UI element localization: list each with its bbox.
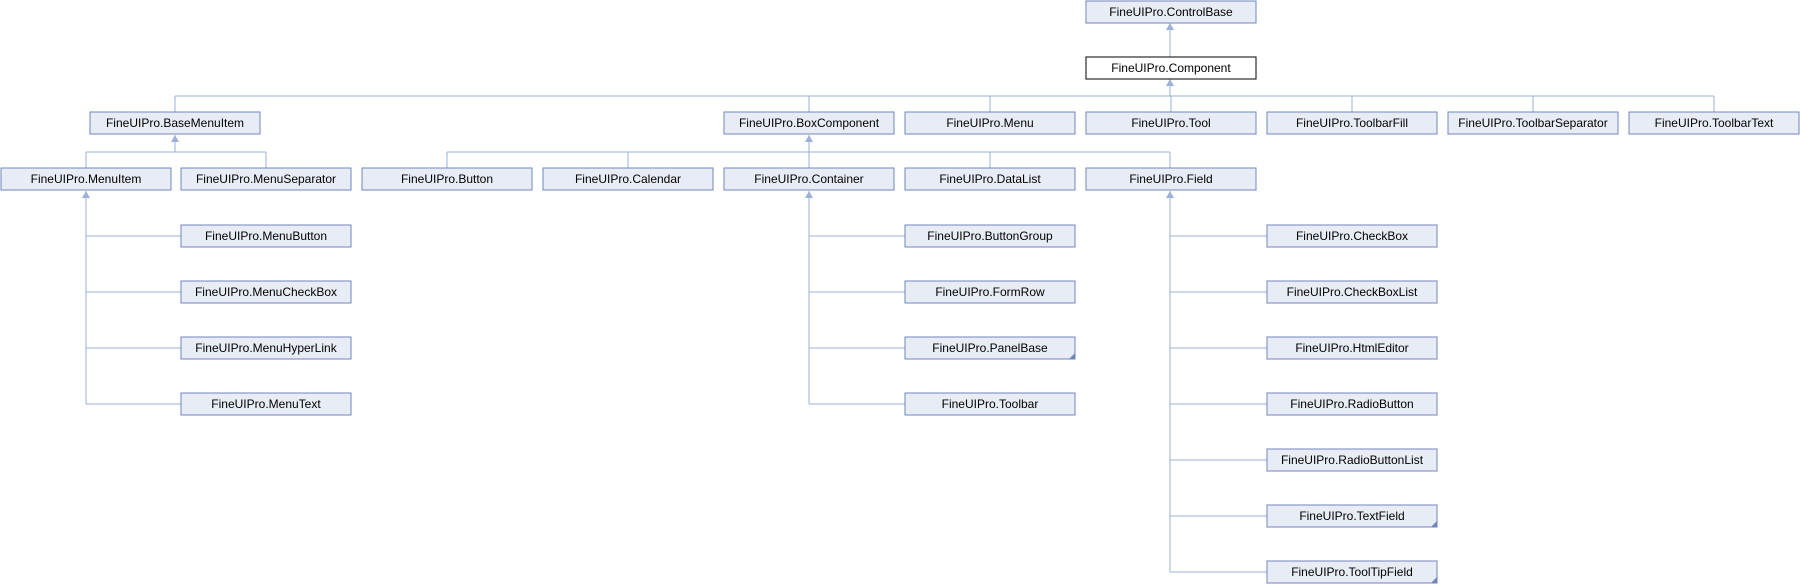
node-label: FineUIPro.MenuHyperLink xyxy=(195,341,337,355)
node-label: FineUIPro.ToolbarSeparator xyxy=(1458,116,1607,130)
node-radio-button-list[interactable]: FineUIPro.RadioButtonList xyxy=(1266,448,1438,472)
node-menu[interactable]: FineUIPro.Menu xyxy=(904,111,1076,135)
node-base-menu-item[interactable]: FineUIPro.BaseMenuItem xyxy=(89,111,261,135)
node-label: FineUIPro.CheckBoxList xyxy=(1287,285,1418,299)
node-label: FineUIPro.HtmlEditor xyxy=(1295,341,1408,355)
node-label: FineUIPro.Tool xyxy=(1131,116,1210,130)
node-menu-text[interactable]: FineUIPro.MenuText xyxy=(180,392,352,416)
node-panel-base[interactable]: FineUIPro.PanelBase xyxy=(904,336,1076,360)
node-label: FineUIPro.Menu xyxy=(946,116,1033,130)
node-container[interactable]: FineUIPro.Container xyxy=(723,167,895,191)
node-label: FineUIPro.MenuButton xyxy=(205,229,327,243)
node-menu-item[interactable]: FineUIPro.MenuItem xyxy=(0,167,172,191)
node-label: FineUIPro.Field xyxy=(1129,172,1212,186)
node-label: FineUIPro.Toolbar xyxy=(942,397,1039,411)
node-menu-separator[interactable]: FineUIPro.MenuSeparator xyxy=(180,167,352,191)
node-box-component[interactable]: FineUIPro.BoxComponent xyxy=(723,111,895,135)
more-subclasses-marker xyxy=(1431,521,1437,527)
node-toolbar-fill[interactable]: FineUIPro.ToolbarFill xyxy=(1266,111,1438,135)
node-label: FineUIPro.BoxComponent xyxy=(739,116,880,130)
node-label: FineUIPro.Container xyxy=(754,172,863,186)
more-subclasses-marker xyxy=(1431,577,1437,583)
inheritance-edges xyxy=(82,23,1715,573)
node-label: FineUIPro.ControlBase xyxy=(1109,5,1233,19)
node-label: FineUIPro.DataList xyxy=(939,172,1041,186)
node-label: FineUIPro.Button xyxy=(401,172,493,186)
node-tool-tip-field[interactable]: FineUIPro.ToolTipField xyxy=(1266,560,1438,584)
node-label: FineUIPro.MenuText xyxy=(211,397,321,411)
node-check-box[interactable]: FineUIPro.CheckBox xyxy=(1266,224,1438,248)
node-label: FineUIPro.RadioButtonList xyxy=(1281,453,1424,467)
node-label: FineUIPro.CheckBox xyxy=(1296,229,1408,243)
node-label: FineUIPro.ToolbarFill xyxy=(1296,116,1408,130)
node-label: FineUIPro.TextField xyxy=(1299,509,1404,523)
node-toolbar[interactable]: FineUIPro.Toolbar xyxy=(904,392,1076,416)
node-label: FineUIPro.ButtonGroup xyxy=(927,229,1053,243)
node-field[interactable]: FineUIPro.Field xyxy=(1085,167,1257,191)
node-toolbar-text[interactable]: FineUIPro.ToolbarText xyxy=(1628,111,1800,135)
node-label: FineUIPro.FormRow xyxy=(935,285,1045,299)
node-label: FineUIPro.Component xyxy=(1111,61,1231,75)
node-menu-button[interactable]: FineUIPro.MenuButton xyxy=(180,224,352,248)
node-form-row[interactable]: FineUIPro.FormRow xyxy=(904,280,1076,304)
node-label: FineUIPro.ToolTipField xyxy=(1291,565,1413,579)
node-calendar[interactable]: FineUIPro.Calendar xyxy=(542,167,714,191)
node-label: FineUIPro.MenuItem xyxy=(31,172,142,186)
node-label: FineUIPro.MenuSeparator xyxy=(196,172,336,186)
node-menu-check-box[interactable]: FineUIPro.MenuCheckBox xyxy=(180,280,352,304)
node-component[interactable]: FineUIPro.Component xyxy=(1085,56,1257,80)
node-label: FineUIPro.PanelBase xyxy=(932,341,1048,355)
node-tool[interactable]: FineUIPro.Tool xyxy=(1085,111,1257,135)
node-check-box-list[interactable]: FineUIPro.CheckBoxList xyxy=(1266,280,1438,304)
node-label: FineUIPro.ToolbarText xyxy=(1655,116,1774,130)
node-control-base[interactable]: FineUIPro.ControlBase xyxy=(1085,0,1257,24)
node-text-field[interactable]: FineUIPro.TextField xyxy=(1266,504,1438,528)
node-label: FineUIPro.Calendar xyxy=(575,172,681,186)
node-button-group[interactable]: FineUIPro.ButtonGroup xyxy=(904,224,1076,248)
node-label: FineUIPro.BaseMenuItem xyxy=(106,116,244,130)
node-label: FineUIPro.RadioButton xyxy=(1290,397,1413,411)
node-menu-hyper-link[interactable]: FineUIPro.MenuHyperLink xyxy=(180,336,352,360)
node-html-editor[interactable]: FineUIPro.HtmlEditor xyxy=(1266,336,1438,360)
more-subclasses-marker xyxy=(1069,353,1075,359)
node-toolbar-separator[interactable]: FineUIPro.ToolbarSeparator xyxy=(1447,111,1619,135)
node-data-list[interactable]: FineUIPro.DataList xyxy=(904,167,1076,191)
node-radio-button[interactable]: FineUIPro.RadioButton xyxy=(1266,392,1438,416)
node-button[interactable]: FineUIPro.Button xyxy=(361,167,533,191)
node-label: FineUIPro.MenuCheckBox xyxy=(195,285,337,299)
